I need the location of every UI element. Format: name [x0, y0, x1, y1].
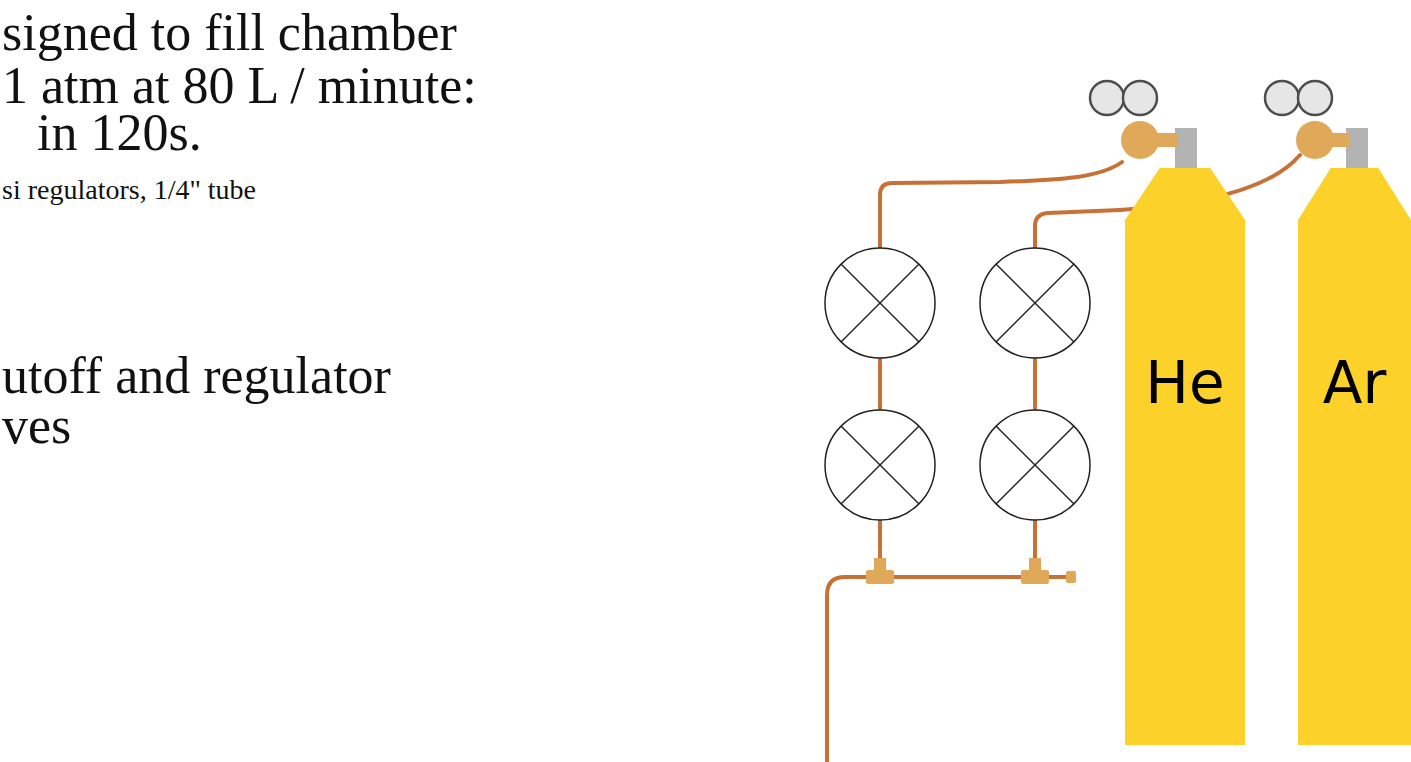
- cylinder-outline: [1125, 168, 1245, 745]
- gas-label: He: [1125, 348, 1245, 418]
- slide-text: utoff and regulator: [2, 346, 391, 406]
- slide-text: signed to fill chamber: [2, 3, 457, 63]
- slide-text: si regulators, 1/4" tube: [2, 174, 256, 206]
- gas-cylinder: He: [1125, 168, 1245, 745]
- slide-text: ves: [2, 396, 71, 456]
- cylinder-body: [1298, 168, 1411, 745]
- cylinder-body: [1125, 168, 1245, 745]
- gas-cylinder: Ar: [1298, 168, 1411, 745]
- cylinder-outline: [1298, 168, 1411, 745]
- gas-label: Ar: [1298, 348, 1411, 418]
- slide-text: in 120s.: [37, 103, 202, 163]
